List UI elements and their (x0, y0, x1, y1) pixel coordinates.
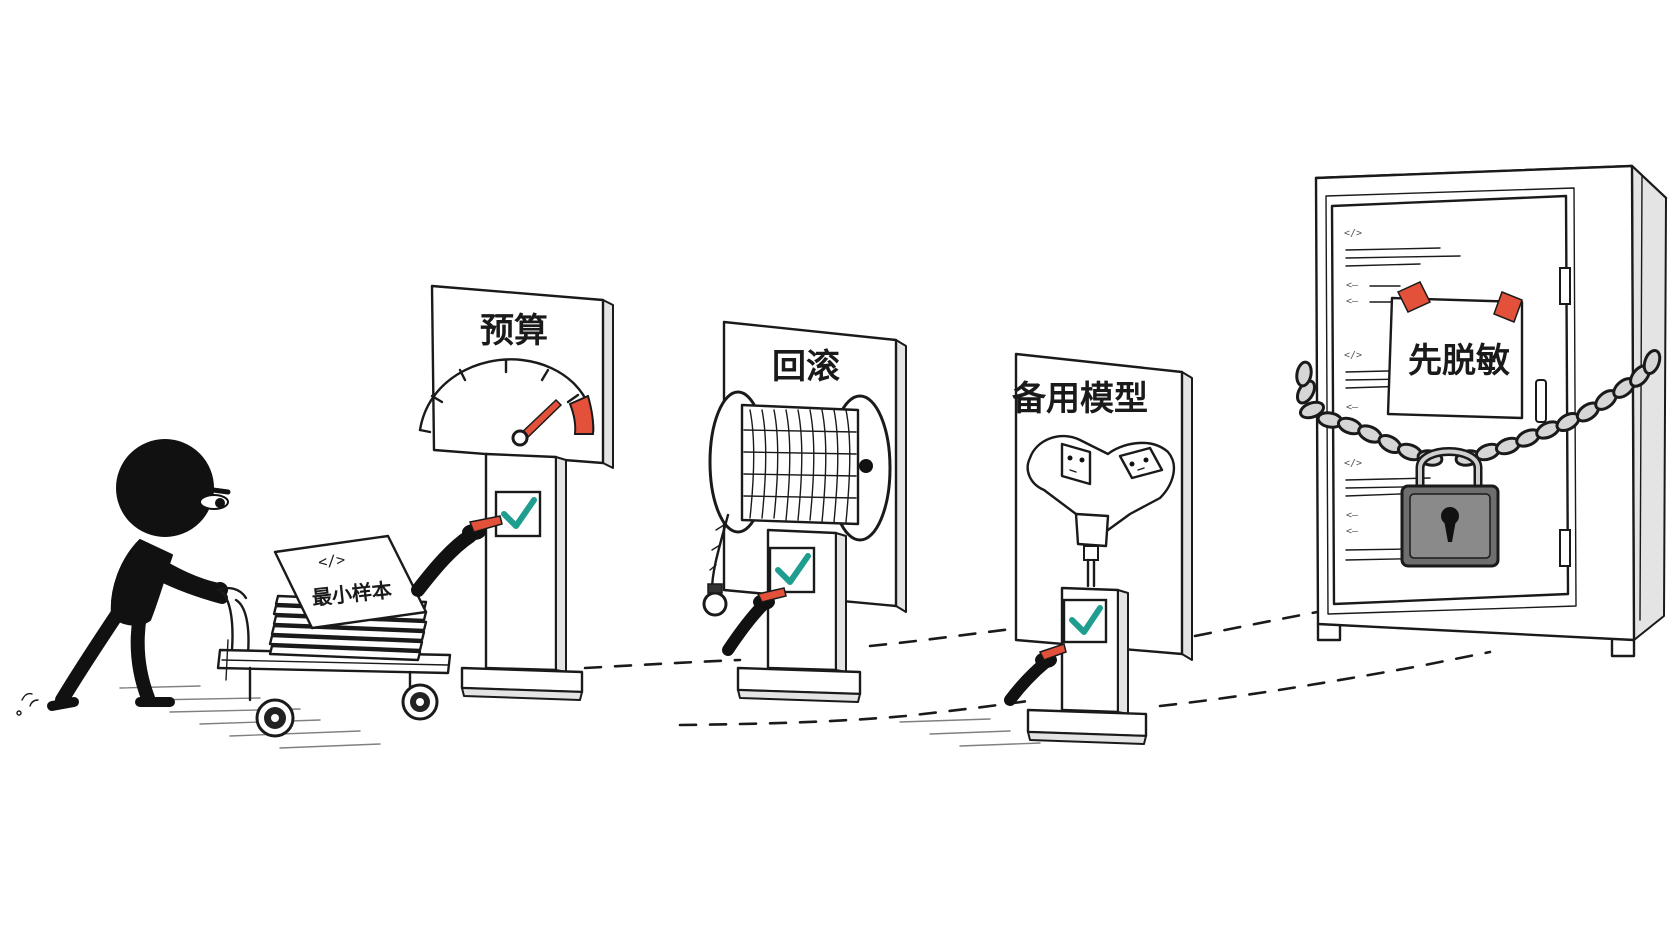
budget-post (484, 452, 558, 672)
dashed-path (583, 603, 1492, 727)
paper-stack: </> 最小样本 (268, 534, 428, 662)
fallback-hand-pen (1004, 643, 1067, 706)
rollback-sign: 回滚 (702, 320, 907, 703)
padlock-icon (1400, 447, 1500, 568)
figure-leg-front (130, 608, 155, 705)
fallback-title: 备用模型 (1012, 379, 1148, 419)
budget-sign: 预算 (411, 284, 614, 701)
svg-text:<–: <– (1346, 402, 1359, 413)
cabinet-chain (1295, 348, 1662, 467)
checkmark-icon (1069, 605, 1103, 635)
svg-text:</>: </> (1344, 228, 1362, 239)
paper-top-sheet (273, 534, 428, 630)
figure-leg-back (55, 603, 127, 707)
svg-text:<–: <– (1346, 510, 1359, 521)
rollback-checkbox (768, 546, 816, 594)
checkmark-icon (775, 553, 811, 585)
budget-hand-pen (411, 515, 503, 597)
note-label: 先脱敏 (1408, 341, 1510, 381)
fallback-checkbox (1062, 598, 1108, 644)
budget-checkbox (494, 490, 542, 538)
stick-figure (16, 439, 231, 716)
rope-reel-icon (702, 390, 892, 617)
svg-text:<–: <– (1346, 296, 1359, 307)
rollback-title: 回滚 (772, 347, 840, 387)
cabinet-note: 先脱敏 (1386, 281, 1524, 420)
plug-adapter-icon (1026, 434, 1176, 588)
fallback-model-sign: 备用模型 (1004, 352, 1193, 745)
figure-arm-back (143, 553, 225, 597)
speedometer-gauge-icon (418, 358, 595, 447)
motion-marks (16, 692, 39, 716)
cart-wheel-right (401, 683, 439, 721)
locked-cabinet: </> <– <– </> <– <– </> <– <– 先脱敏 (1295, 164, 1668, 658)
budget-title: 预算 (480, 311, 548, 351)
svg-text:<–: <– (1346, 280, 1359, 291)
checkmark-icon (501, 497, 537, 529)
paper-code-label: </> (317, 550, 346, 571)
svg-text:</>: </> (1344, 458, 1362, 469)
cart-wheel-left (255, 698, 295, 738)
svg-text:<–: <– (1346, 526, 1359, 537)
gauge-red-zone (568, 394, 595, 435)
svg-text:</>: </> (1344, 350, 1362, 361)
rollback-hand-pen (722, 587, 787, 656)
figure-eye (195, 485, 231, 510)
